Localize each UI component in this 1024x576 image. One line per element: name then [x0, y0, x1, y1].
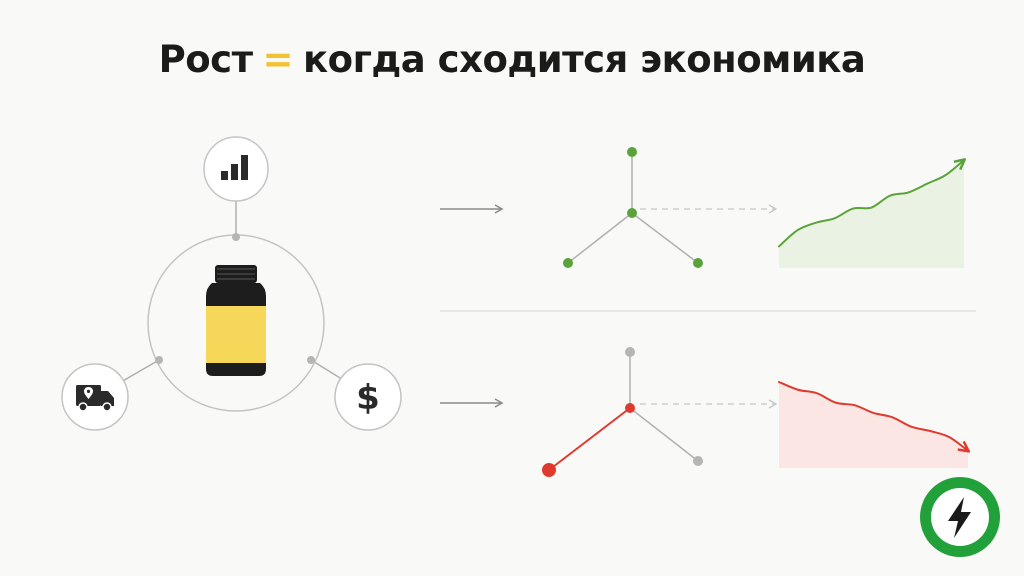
lightning-badge [920, 477, 1000, 557]
connector-left [120, 359, 160, 383]
hub-joint-left [155, 356, 163, 364]
page-title: Рост=когда сходится экономика [0, 38, 1024, 81]
tripod-node-center [625, 403, 635, 413]
tripod-node-top [627, 147, 637, 157]
unbalanced-tripod [542, 347, 703, 477]
hub-joint-right [307, 356, 315, 364]
left-node [61, 363, 129, 431]
title-part-1: Рост [158, 38, 253, 81]
growth-chart [778, 158, 967, 268]
right-node: $ [334, 363, 402, 431]
bar-chart-icon [221, 155, 248, 180]
chart-area-fill [779, 382, 968, 468]
chart-trend-line [778, 381, 971, 453]
chart-trend-line [778, 158, 967, 248]
chart-area-fill [779, 160, 964, 268]
connector-right [310, 359, 346, 382]
tripod-node-center [627, 208, 637, 218]
supplement-bottle-icon [206, 265, 266, 376]
dollar-icon: $ [356, 378, 380, 418]
title-part-2: когда сходится экономика [303, 38, 866, 81]
tripod-node-left-failing [542, 463, 556, 477]
title-equals-sign: = [262, 38, 294, 81]
product-hub: $ [61, 136, 402, 431]
lightning-bolt-icon [948, 497, 971, 538]
top-node [203, 136, 269, 202]
tripod-node-right [693, 456, 703, 466]
tripod-node-left [563, 258, 573, 268]
tripod-node-right [693, 258, 703, 268]
hub-joint-top [232, 233, 240, 241]
delivery-truck-icon [76, 385, 114, 412]
balanced-tripod [563, 147, 703, 268]
decline-chart [778, 381, 971, 468]
tripod-node-top [625, 347, 635, 357]
